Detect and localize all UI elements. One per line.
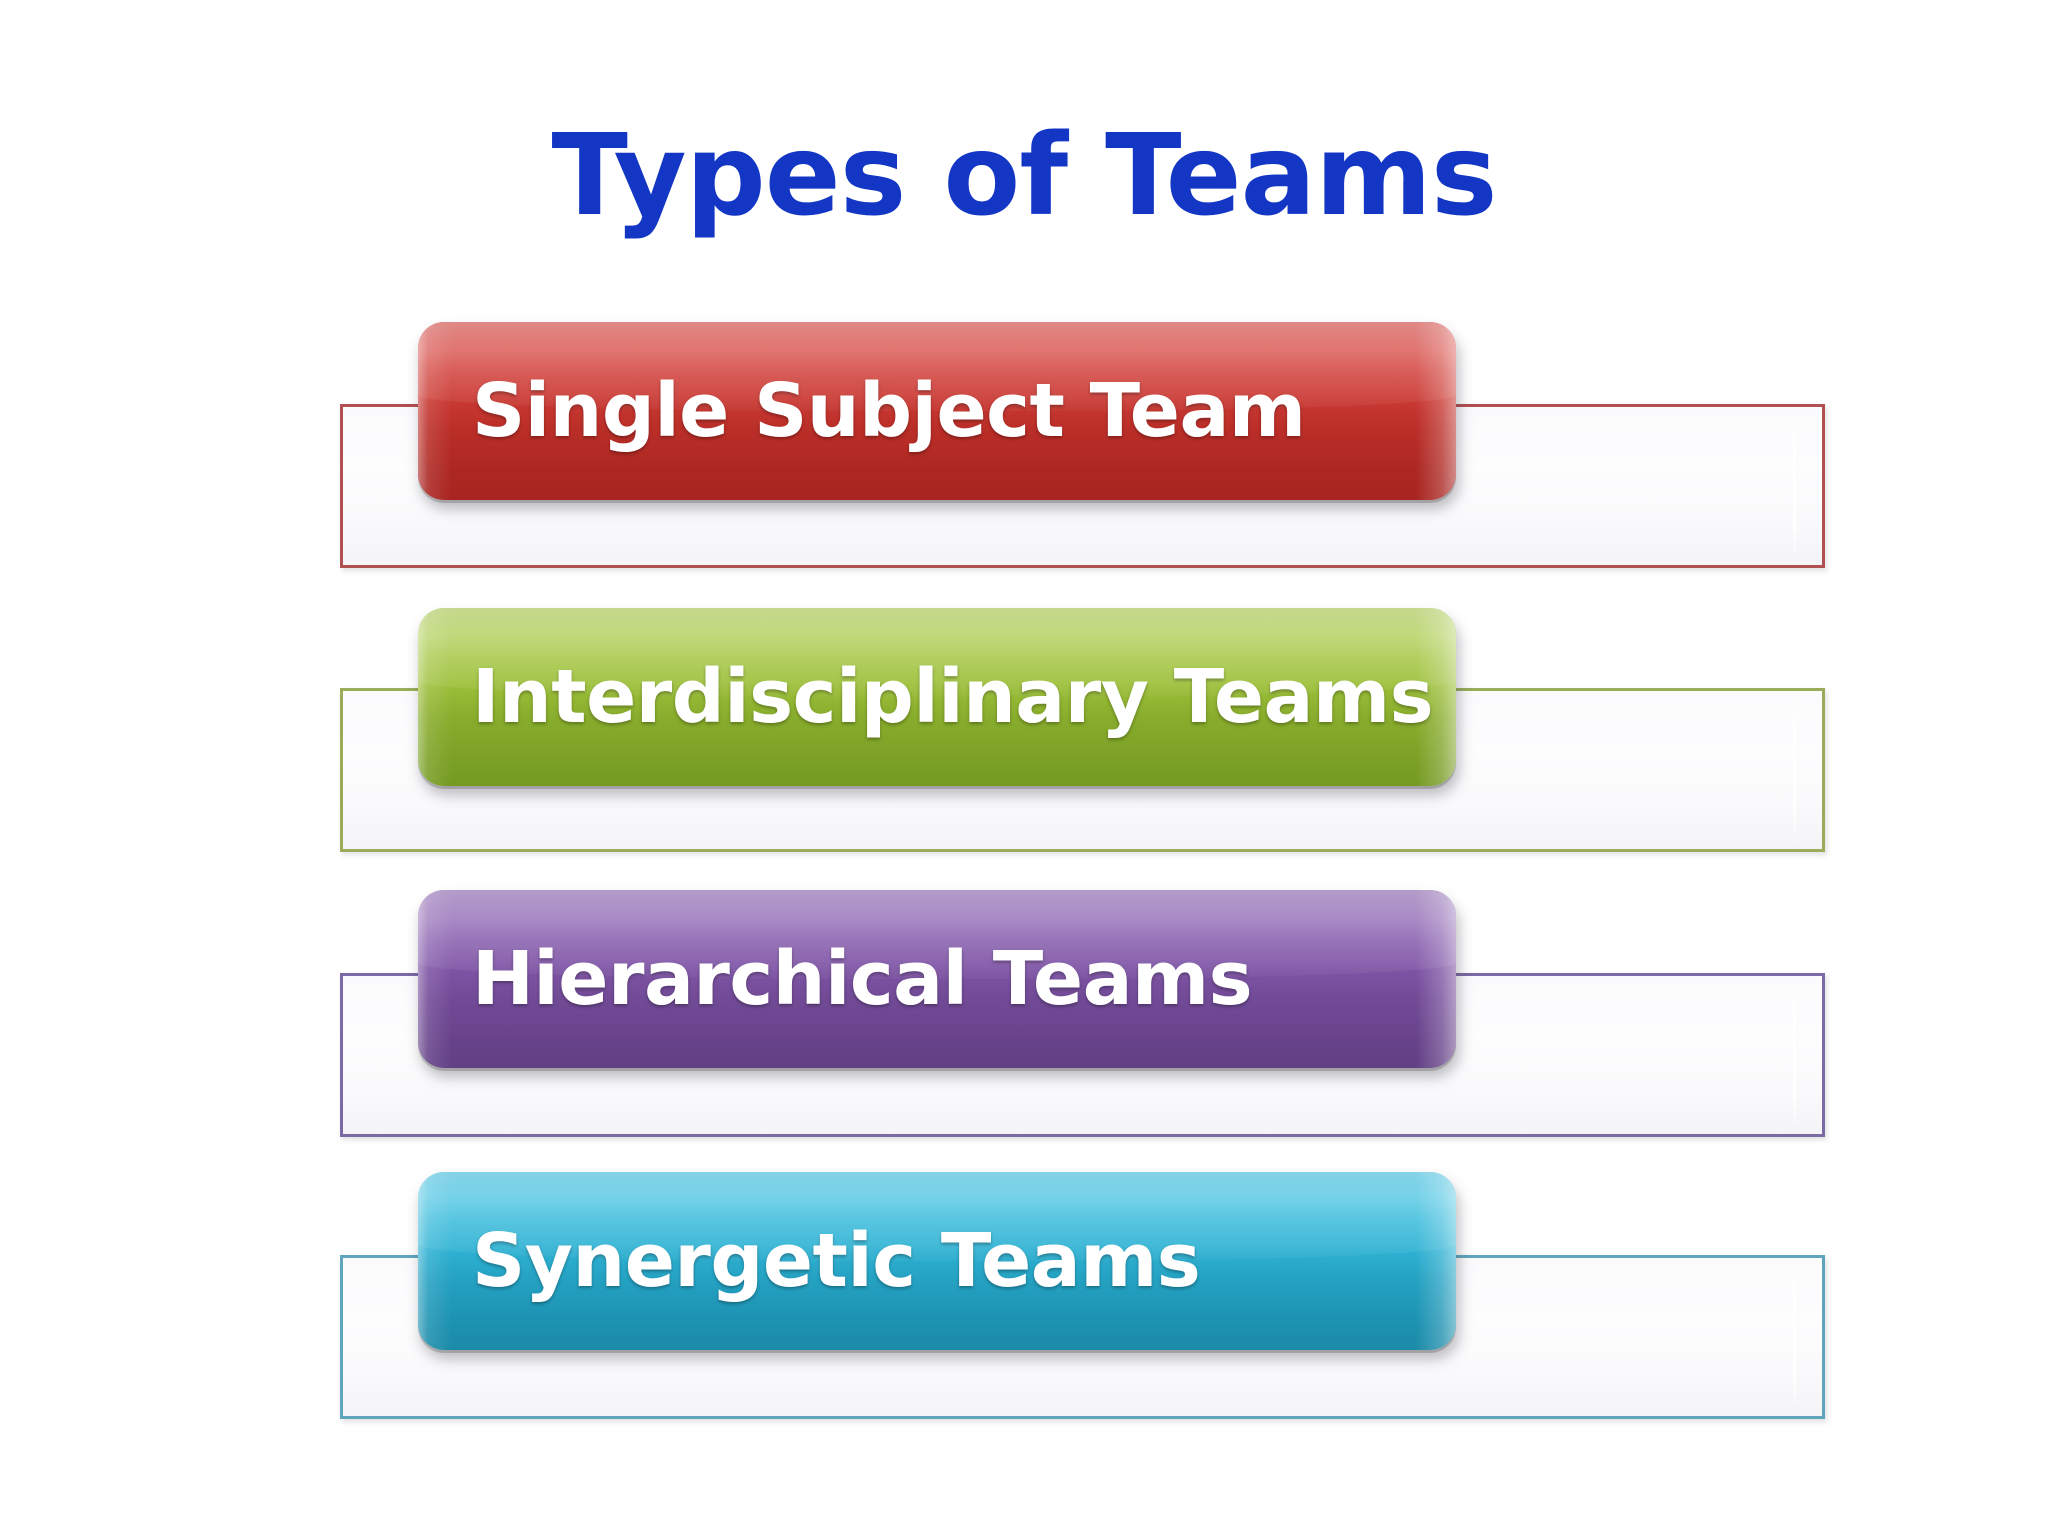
team-type-label: Hierarchical Teams: [472, 936, 1253, 1022]
team-type-label: Synergetic Teams: [472, 1218, 1201, 1304]
team-type-button[interactable]: Interdisciplinary Teams: [418, 608, 1456, 786]
team-type-label: Single Subject Team: [472, 368, 1306, 454]
team-type-button[interactable]: Single Subject Team: [418, 322, 1456, 500]
team-type-label: Interdisciplinary Teams: [472, 654, 1434, 740]
page-title: Types of Teams: [551, 111, 1498, 241]
team-type-button[interactable]: Hierarchical Teams: [418, 890, 1456, 1068]
team-type-button[interactable]: Synergetic Teams: [418, 1172, 1456, 1350]
